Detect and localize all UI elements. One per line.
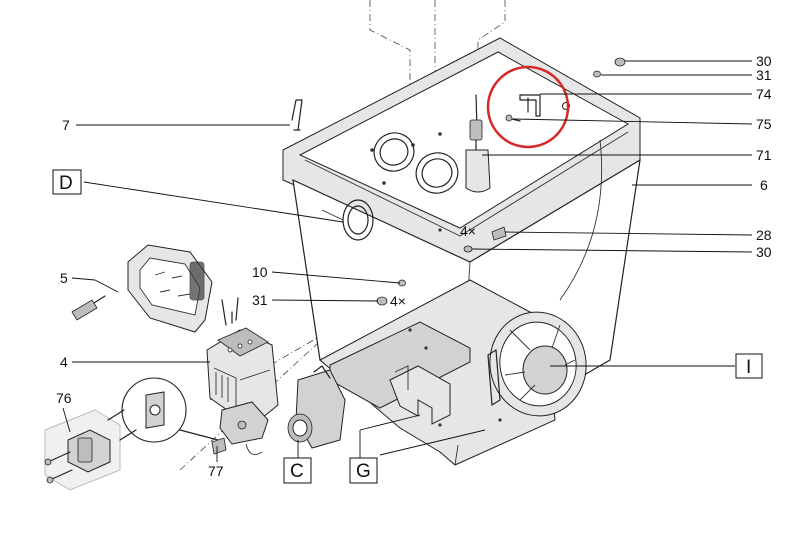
quantity-4x-mid: 4×: [390, 293, 406, 309]
label-d: D: [59, 173, 73, 194]
callout-labels: 30 31 74 75 71 6 28 30 7 5 10 31 4 76 77…: [56, 53, 772, 479]
hanger-clip: [291, 99, 303, 131]
top-screws: [593, 57, 626, 78]
callout-76: 76: [56, 390, 72, 406]
callout-30-top: 30: [756, 53, 772, 69]
fan-unit: [487, 311, 587, 417]
callout-77: 77: [208, 463, 224, 479]
highlight-circle: [486, 65, 570, 149]
callout-30-side: 30: [756, 244, 772, 260]
cover-part: [127, 244, 213, 333]
label-c: C: [290, 461, 304, 482]
bracket-part: [505, 94, 541, 122]
callout-7: 7: [62, 117, 70, 133]
label-box-d: D: [52, 169, 82, 195]
label-box-g: G: [349, 457, 378, 484]
label-box-c: C: [283, 457, 312, 484]
boxed-labels: D I C G: [52, 169, 763, 484]
cover-screw: [71, 295, 106, 321]
clip-holder: [389, 365, 451, 425]
side-flange: [321, 199, 374, 241]
bracket-mount: [44, 409, 121, 491]
callout-6: 6: [760, 177, 768, 193]
callout-10: 10: [252, 264, 268, 280]
callout-31-mid: 31: [252, 292, 268, 308]
quantity-4x-side: 4×: [460, 223, 476, 239]
pump-connector: [287, 365, 346, 449]
top-flange-rings: [373, 132, 459, 194]
callout-5: 5: [60, 270, 68, 286]
label-i: I: [746, 357, 751, 378]
callout-75: 75: [756, 116, 772, 132]
detail-inset: [107, 377, 219, 443]
float-switch: [465, 94, 491, 193]
controller-unit: [206, 297, 279, 456]
callout-71: 71: [756, 147, 772, 163]
callout-4: 4: [60, 354, 68, 370]
label-box-i: I: [735, 353, 763, 379]
plug-cap: [211, 437, 227, 455]
callout-31-top: 31: [756, 67, 772, 83]
callout-74: 74: [756, 86, 772, 102]
callout-28: 28: [756, 227, 772, 243]
label-g: G: [356, 461, 371, 482]
leader-lines: [62, 60, 753, 462]
